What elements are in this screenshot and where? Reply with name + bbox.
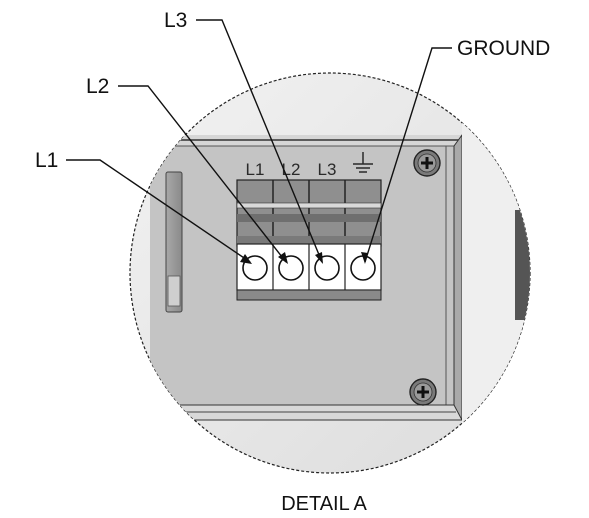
leader-lines xyxy=(66,19,452,263)
panel-slot xyxy=(165,171,183,313)
terminal-label-l1: L1 xyxy=(246,160,265,179)
detail-caption: DETAIL A xyxy=(281,493,367,515)
phillips-screw-icon xyxy=(409,378,437,406)
callout-l3: L3 xyxy=(164,9,187,32)
ground-symbol-icon xyxy=(353,152,373,173)
callout-l1: L1 xyxy=(35,149,58,172)
terminal-screw-l3 xyxy=(314,255,340,281)
terminal-label-l3: L3 xyxy=(318,160,337,179)
terminal-screw-ground xyxy=(350,255,376,281)
phillips-screw-icon xyxy=(413,149,441,177)
leader-arrowheads xyxy=(240,252,368,264)
callout-l2: L2 xyxy=(86,75,109,98)
callout-ground: GROUND xyxy=(457,37,550,60)
terminal-screw-l2 xyxy=(278,255,304,281)
terminal-block xyxy=(236,179,382,301)
